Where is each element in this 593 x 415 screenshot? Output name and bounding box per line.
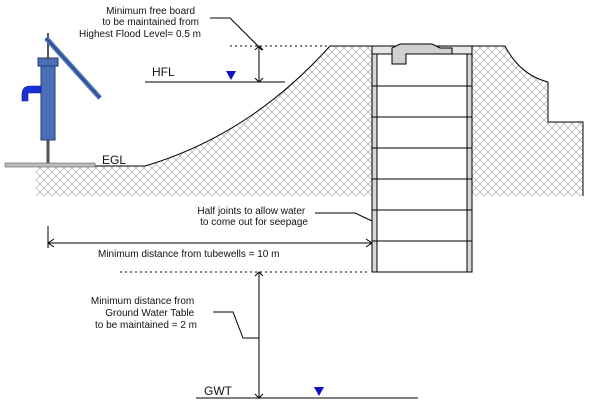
ground-outline-right: [472, 45, 584, 196]
gwt-water-marker-icon: [314, 387, 324, 396]
ground-mound: [36, 46, 372, 196]
ground-outline: [144, 45, 372, 167]
cover-slab: [371, 43, 473, 65]
half-joints-leader: [315, 212, 373, 222]
hfl-water-marker-icon: [226, 71, 236, 80]
pit-ring-joints: [372, 85, 472, 273]
hfl-label: HFL: [152, 65, 175, 79]
pit-wall-right: [466, 47, 473, 273]
egl-label: EGL: [102, 153, 126, 167]
half-joints-label: Half joints to allow water to come out f…: [197, 206, 308, 228]
freeboard-leader: [210, 17, 263, 51]
gwt-distance-leader: [213, 311, 259, 339]
tubewell-distance-label: Minimum distance from tubewells = 10 m: [98, 249, 279, 260]
free-board-label: Minimum free board to be maintained from…: [79, 6, 202, 40]
hand-pump-icon: [21, 33, 102, 163]
ground-right: [472, 46, 583, 196]
pump-platform: [4, 162, 96, 168]
pit-wall-left: [371, 47, 378, 273]
gwt-label: GWT: [204, 384, 233, 398]
gwt-distance-label: Minimum distance from Ground Water Table…: [91, 296, 197, 331]
